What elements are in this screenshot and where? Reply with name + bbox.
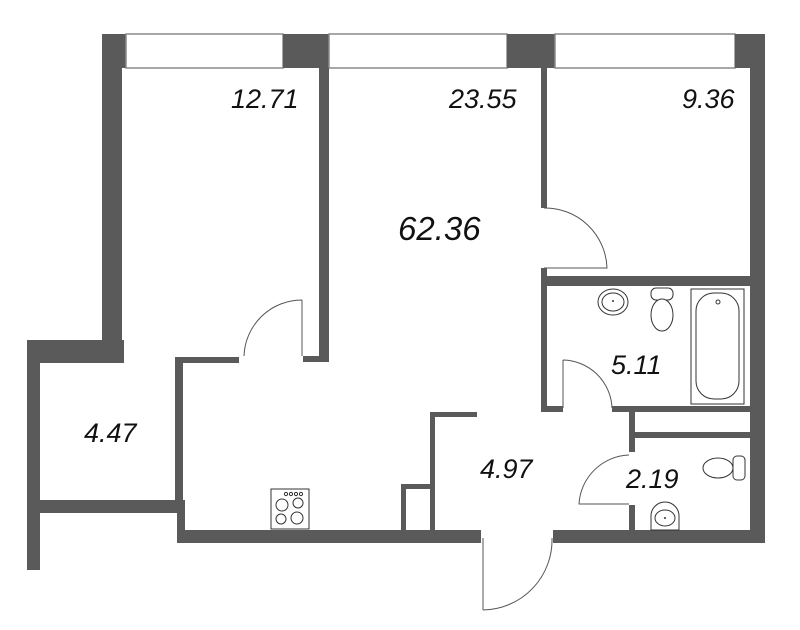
wall-niche-top (401, 484, 433, 489)
wall-bottom-left (177, 530, 481, 543)
wall-corner (177, 510, 185, 543)
wall-right-bedroom-stub (541, 268, 547, 276)
door-toilet[interactable] (578, 454, 630, 505)
entrance-door[interactable] (482, 537, 553, 611)
stove-icon (270, 488, 310, 530)
room-area-balcony: 4.47 (84, 418, 137, 448)
wall-left-bedroom-right (319, 68, 329, 362)
wall-niche-left (401, 484, 406, 534)
wall-bath-left (541, 286, 547, 412)
wall-balcony-top (27, 340, 124, 363)
room-area-hallway: 4.97 (480, 454, 533, 484)
wc-toilet-icon (702, 455, 746, 481)
wall-right-bedroom-bottom (541, 276, 765, 286)
wall-hall-top (430, 412, 477, 417)
wall-left-bedroom (102, 68, 122, 340)
wall-balcony-left (27, 340, 40, 570)
bathtub-icon (690, 288, 745, 405)
door-left-bedroom[interactable] (243, 299, 303, 357)
room-area-bathroom: 5.11 (611, 350, 662, 380)
room-area-bedroom-left: 12.71 (231, 84, 299, 114)
wall-right-outer (750, 68, 765, 543)
room-area-living-room: 23.55 (449, 84, 517, 114)
wall-wc-top (629, 432, 750, 438)
wall-balcony-right (175, 357, 183, 512)
sink-icon (597, 288, 629, 316)
wall-kitchen-top (177, 357, 239, 363)
door-right-bedroom[interactable] (543, 207, 608, 269)
wall-wc-left-bottom (629, 505, 635, 533)
wall-bath-bottom (612, 406, 750, 412)
wc-sink-icon (650, 501, 680, 531)
room-area-toilet: 2.19 (626, 464, 679, 494)
room-area-bedroom-right: 9.36 (682, 84, 735, 114)
wall-stub (303, 356, 329, 362)
total-area: 62.36 (398, 210, 481, 247)
door-bathroom[interactable] (562, 359, 613, 409)
wall-bath-bottom-stub (541, 406, 563, 412)
wall-bottom-right (553, 530, 765, 543)
wall-right-bedroom-left (541, 68, 547, 208)
wall-hall-vertical (430, 412, 435, 534)
top-wall (102, 33, 765, 69)
toilet-icon (650, 287, 674, 332)
wall-balcony-bottom (27, 500, 185, 513)
